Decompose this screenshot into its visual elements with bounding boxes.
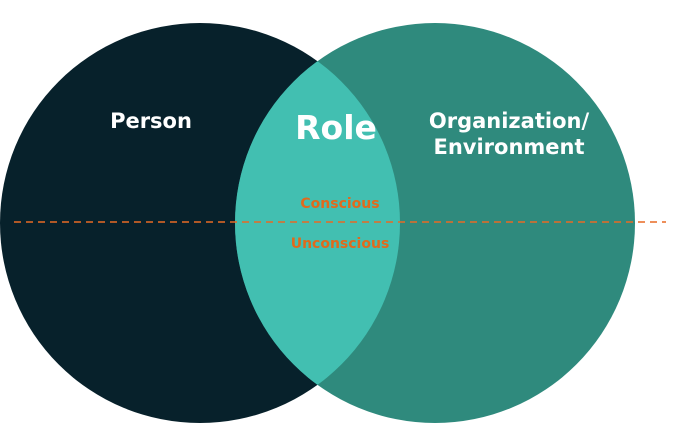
- conscious-label: Conscious: [300, 196, 379, 212]
- role-label: Role: [295, 108, 377, 147]
- person-label: Person: [110, 109, 192, 133]
- environment-label: Environment: [433, 135, 584, 159]
- role-overlap-region: [235, 23, 400, 423]
- unconscious-label: Unconscious: [291, 236, 390, 252]
- organization-label: Organization/: [429, 109, 590, 133]
